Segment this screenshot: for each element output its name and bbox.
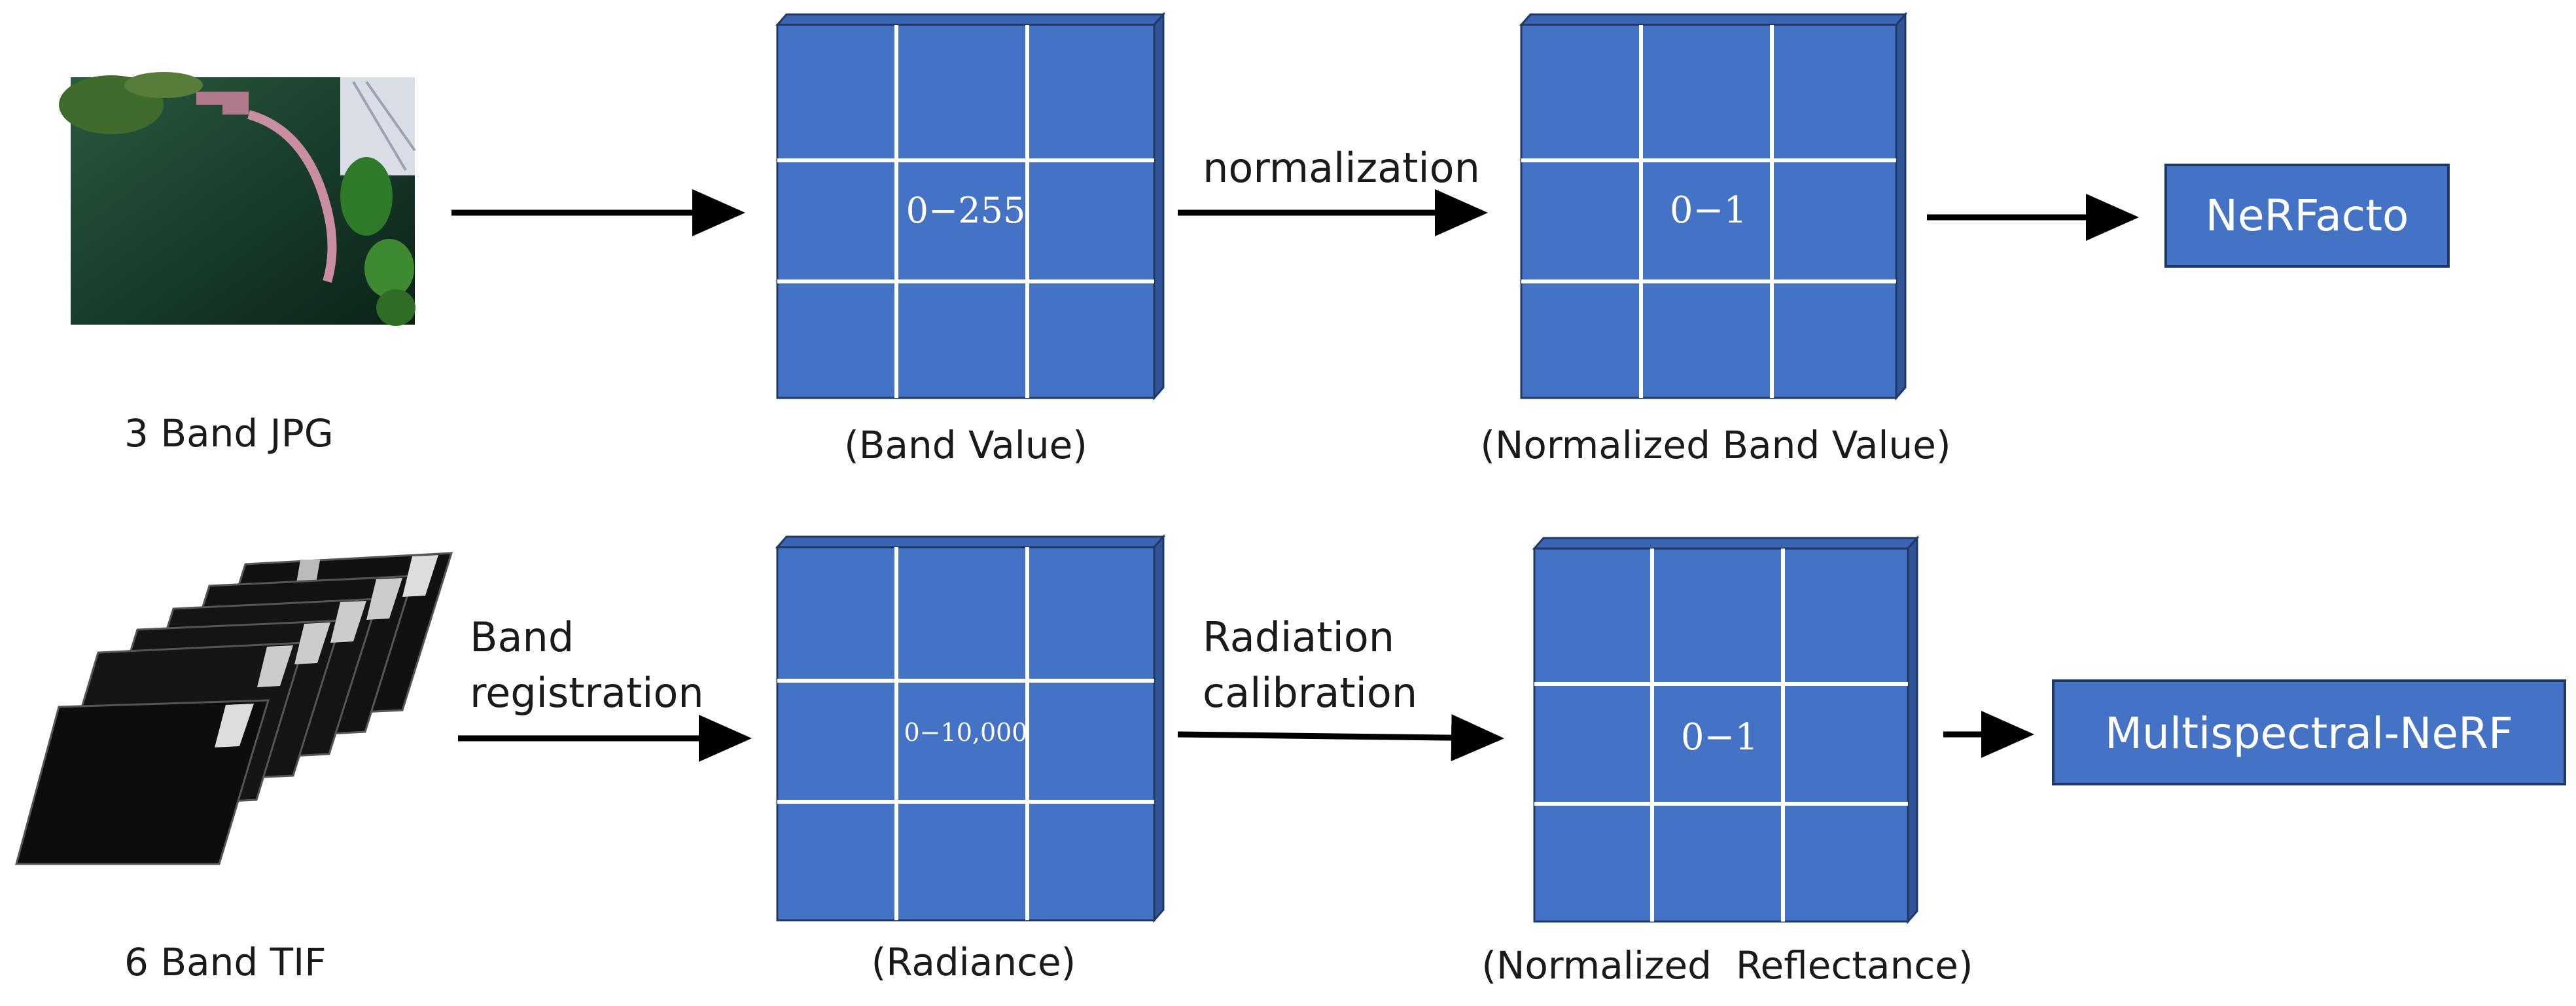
band-value-caption: (Band Value)	[844, 423, 1087, 467]
rgb-aerial-photo	[59, 72, 416, 326]
radiation-calibration-label-line1: Radiation	[1203, 613, 1394, 661]
normalized-reflectance-range: 0−1	[1681, 716, 1758, 759]
normalized-band-value-range: 0−1	[1670, 189, 1747, 232]
band-value-grid	[775, 12, 1166, 401]
radiation-calibration-label-line2: calibration	[1203, 669, 1417, 717]
jpg-input-label: 3 Band JPG	[124, 411, 334, 456]
tif-band-stack	[15, 552, 453, 865]
band-registration-label-line2: registration	[470, 669, 704, 717]
band-value-range: 0−255	[906, 190, 1026, 231]
normalized-reflectance-caption: (Normalized Reflectance)	[1481, 943, 1973, 988]
radiance-grid	[775, 534, 1166, 923]
normalization-label: normalization	[1203, 144, 1480, 192]
radiance-range: 0−10,000	[904, 718, 1028, 747]
tif-input-label: 6 Band TIF	[124, 940, 326, 984]
multispectral-nerf-box	[2052, 679, 2566, 785]
radiance-caption: (Radiance)	[872, 940, 1076, 984]
band-registration-label-line1: Band	[470, 613, 574, 661]
nerfacto-label: NeRFacto	[2206, 190, 2409, 241]
normalized-band-value-caption: (Normalized Band Value)	[1480, 423, 1950, 467]
normalized-reflectance-grid	[1532, 535, 1920, 924]
normalized-band-value-grid	[1519, 12, 1908, 401]
nerfacto-box	[2164, 164, 2450, 268]
arrow-radiation-calibration	[1177, 714, 1504, 762]
multispectral-nerf-label: Multispectral-NeRF	[2105, 708, 2513, 759]
